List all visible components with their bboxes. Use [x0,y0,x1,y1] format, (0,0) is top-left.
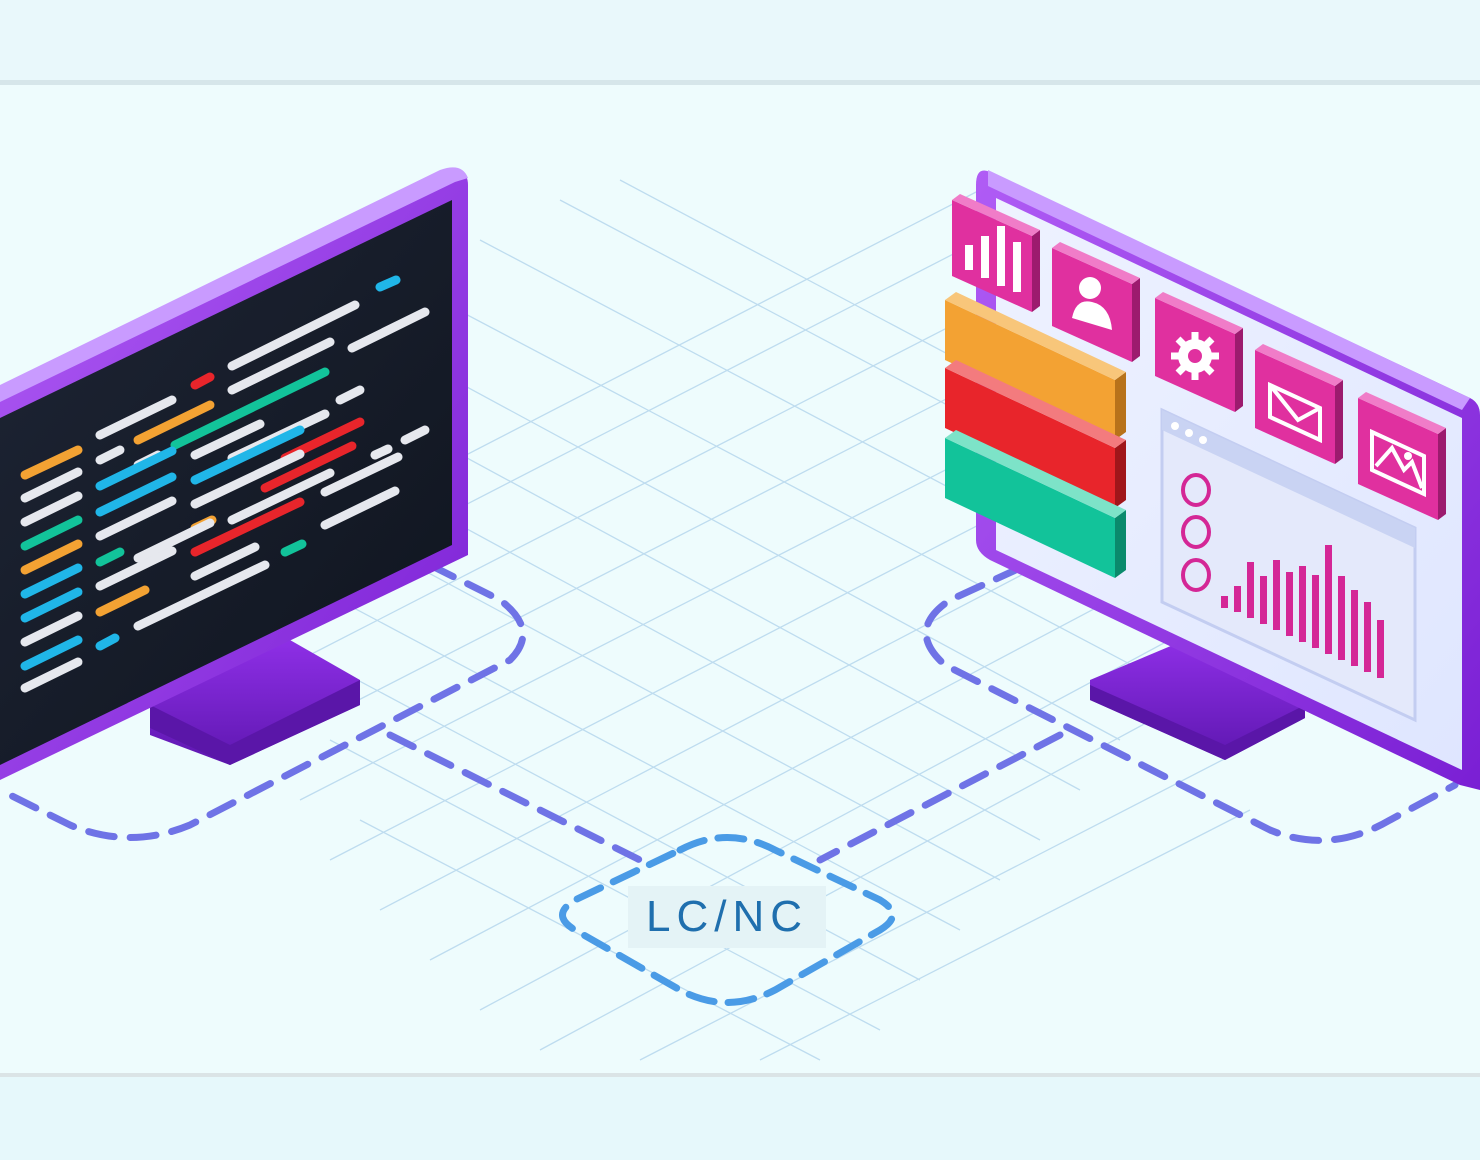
right-stand [1090,640,1305,760]
top-band [0,0,1480,82]
red-block [945,360,1126,508]
left-code-screen [0,200,452,765]
code-lines [20,275,430,693]
code-editor-monitor-icon [0,167,468,780]
isometric-grid [299,179,1301,1061]
bottom-band [0,1077,1480,1160]
image-icon [1358,392,1446,520]
visual-builder-monitor-icon [945,170,1480,790]
dashed-connectors [0,561,1459,864]
top-divider [0,80,1480,85]
chart-window [1160,407,1417,723]
lcnc-label: LC/NC [628,886,826,948]
orange-block [945,292,1126,440]
mail-icon [1255,344,1343,464]
green-block [945,430,1126,578]
center-diamond-outline [559,834,896,1006]
gear-icon [1155,292,1243,412]
user-icon [1052,242,1140,362]
bottom-divider [0,1073,1480,1077]
bar-chart-icon [952,194,1040,312]
